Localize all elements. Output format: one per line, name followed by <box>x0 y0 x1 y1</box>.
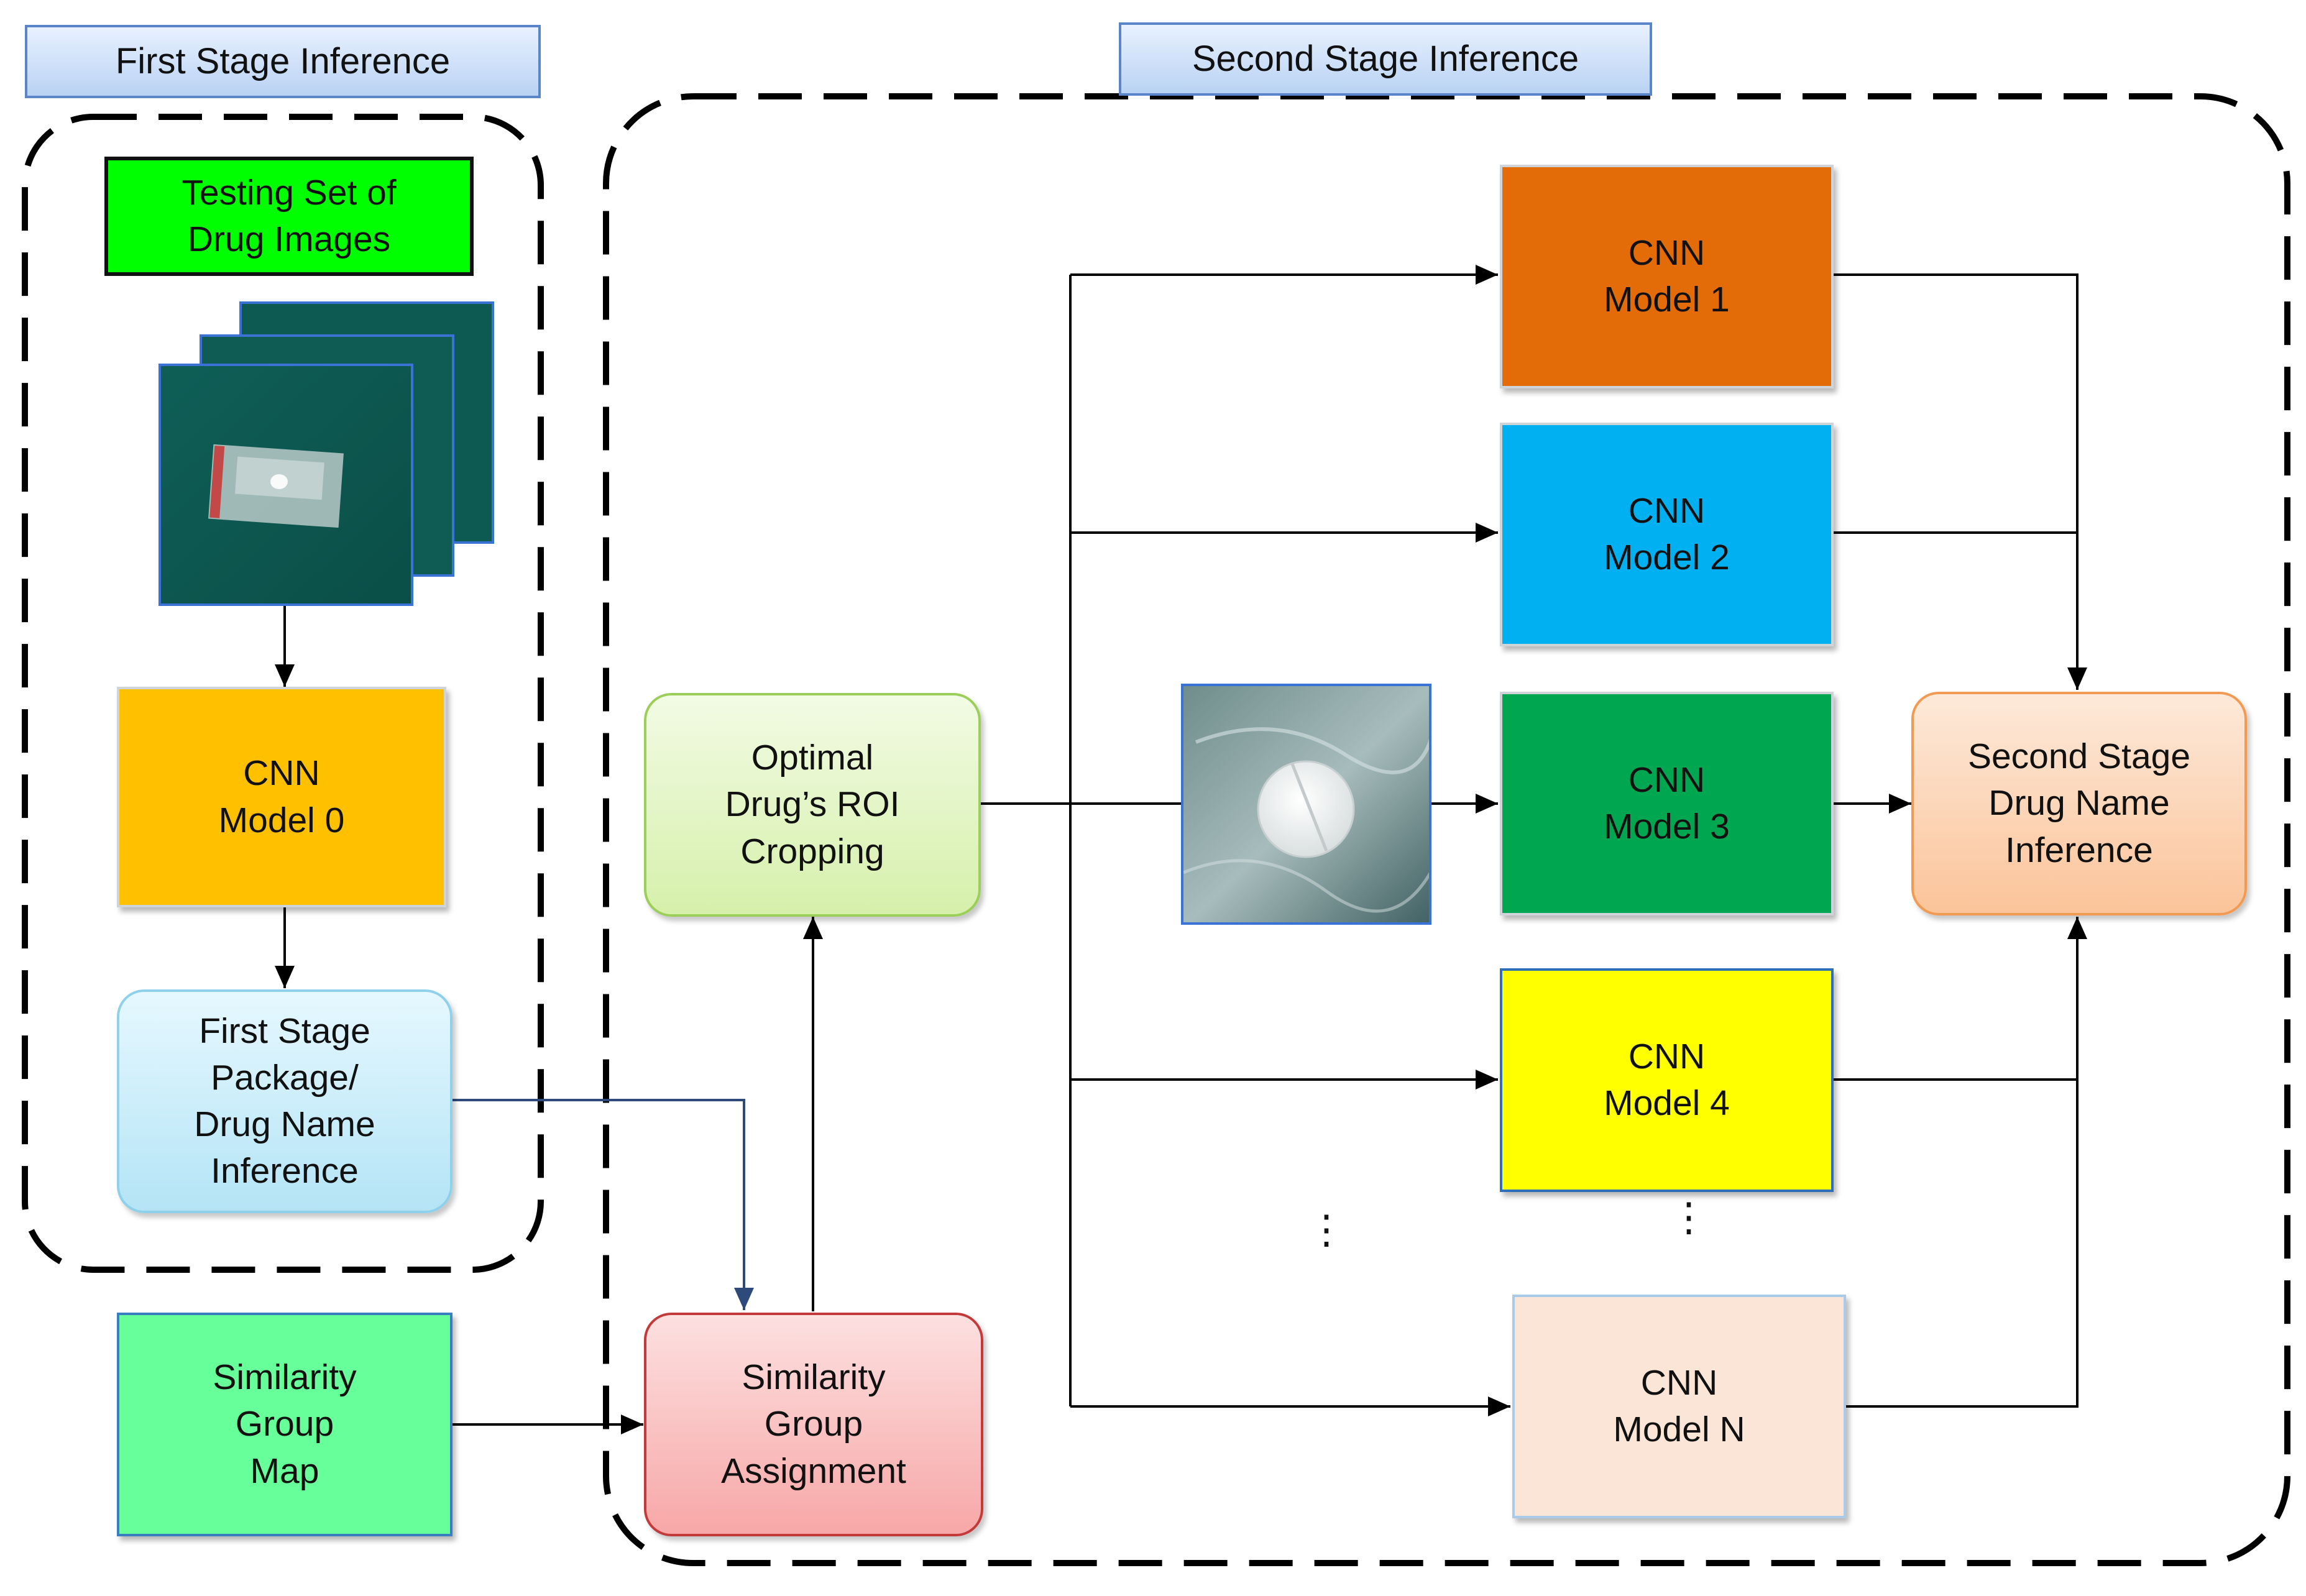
roi-cropping-box: Optimal Drug’s ROI Cropping <box>644 693 981 917</box>
drug-image-stack <box>158 301 494 606</box>
similarity-group-assignment: Similarity Group Assignment <box>644 1313 983 1536</box>
cropped-pill-photo <box>1181 684 1431 925</box>
cnn-model-0: CNN Model 0 <box>117 687 446 907</box>
drug-package-photo <box>161 366 411 603</box>
cnn-model-3: CNN Model 3 <box>1500 692 1834 915</box>
line-cnnN-output <box>1846 917 2087 1408</box>
cnn-model-n: CNN Model N <box>1512 1295 1846 1518</box>
cnn-model-2: CNN Model 2 <box>1500 423 1834 646</box>
first-stage-group-frame <box>22 114 544 1273</box>
pill-photo <box>1183 686 1429 922</box>
line-cnn1-output <box>1834 273 2087 690</box>
ellipsis-right: ⋮ <box>1669 1195 1709 1239</box>
similarity-group-map: Similarity Group Map <box>117 1313 452 1536</box>
second-stage-inference-box: Second Stage Drug Name Inference <box>1911 692 2247 915</box>
cnn-model-4: CNN Model 4 <box>1500 968 1834 1192</box>
cnn-model-1: CNN Model 1 <box>1500 165 1834 388</box>
drug-image-front <box>158 364 413 606</box>
first-stage-inference-box: First Stage Package/ Drug Name Inference <box>117 989 452 1213</box>
ellipsis-left: ⋮ <box>1307 1207 1346 1252</box>
second-stage-group-frame <box>603 93 2290 1566</box>
second-stage-title: Second Stage Inference <box>1119 22 1652 96</box>
connector-first-inference-to-assignment <box>452 1099 754 1310</box>
first-stage-title: First Stage Inference <box>25 25 541 98</box>
testing-set-label: Testing Set of Drug Images <box>104 157 474 276</box>
